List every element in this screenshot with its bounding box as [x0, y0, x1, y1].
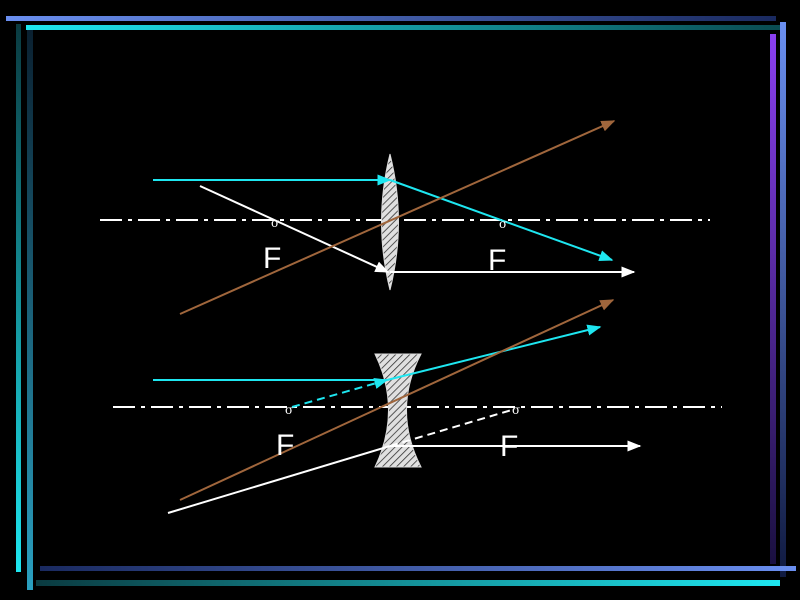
concave-lens-section: σ σ F F [113, 299, 722, 514]
frame-top-inner [26, 25, 786, 30]
concave-ray-white-incident [167, 445, 391, 514]
convex-ray-brown-central [179, 120, 616, 315]
concave-focal-mark-right: σ [512, 403, 520, 417]
convex-ray-white-incident [199, 185, 390, 273]
concave-ray-cyan-refracted [386, 324, 602, 381]
convex-lens [381, 153, 399, 291]
concave-focal-label-right: F [500, 430, 518, 463]
frame-right-inner [780, 22, 786, 577]
convex-focal-label-left: F [263, 242, 281, 275]
concave-ray-white-virtual [389, 408, 516, 447]
frame-top-outer [6, 16, 776, 21]
concave-ray-cyan-virtual [291, 378, 389, 408]
frame-left-outer [16, 24, 21, 572]
convex-ray-cyan-refracted [389, 179, 614, 261]
decorative-frame [6, 16, 796, 590]
frame-bottom-inner [36, 580, 780, 586]
concave-ray-brown-central [179, 299, 615, 501]
convex-focal-mark-left: σ [271, 216, 279, 230]
concave-lens [374, 353, 422, 468]
frame-right-outer [770, 34, 776, 564]
convex-lens-section: σ σ F F [100, 120, 710, 315]
concave-focal-mark-left: σ [285, 403, 293, 417]
frame-left-inner [27, 30, 33, 590]
convex-focal-label-right: F [488, 244, 506, 277]
frame-bottom-outer [40, 566, 796, 571]
convex-focal-mark-right: σ [499, 217, 507, 231]
concave-focal-label-left: F [276, 429, 294, 462]
